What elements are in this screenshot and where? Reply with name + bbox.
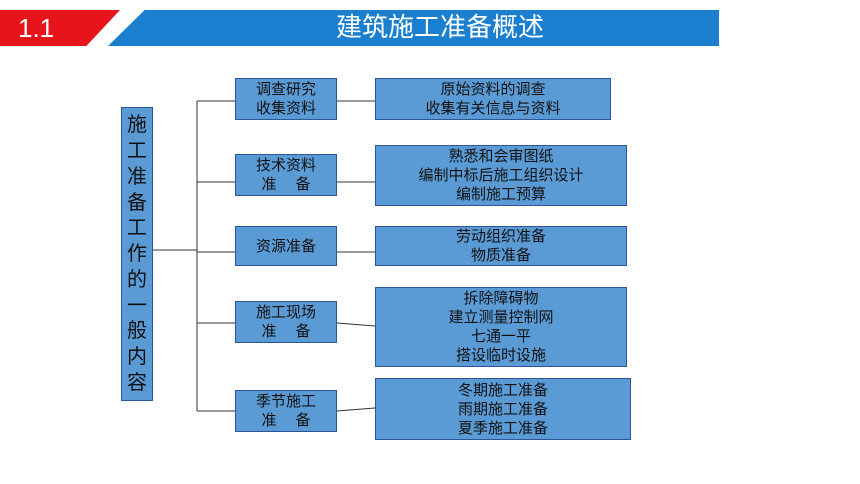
- detail-node-seasonal: 冬期施工准备 雨期施工准备 夏季施工准备: [375, 378, 631, 440]
- root-char: 一: [127, 292, 147, 317]
- detail-line: 熟悉和会审图纸: [448, 147, 554, 165]
- branch-label-line: 资源准备: [255, 236, 316, 255]
- detail-line: 原始资料的调查: [440, 80, 546, 98]
- branch-label-line: 技术资料: [255, 156, 316, 174]
- detail-node-technical: 熟悉和会审图纸 编制中标后施工组织设计 编制施工预算: [375, 145, 627, 206]
- branch-node-site: 施工现场 准 备: [235, 301, 337, 343]
- root-char: 准: [127, 163, 147, 188]
- detail-node-survey: 原始资料的调查 收集有关信息与资料: [375, 78, 611, 120]
- detail-line: 编制中标后施工组织设计: [418, 166, 584, 184]
- root-char: 工: [127, 215, 147, 240]
- detail-line: 劳动组织准备: [455, 227, 546, 245]
- root-char: 施: [127, 112, 147, 137]
- branch-label-line: 准 备: [261, 322, 311, 340]
- branch-label-line: 施工现场: [255, 303, 316, 321]
- branch-label-line: 收集资料: [255, 99, 316, 117]
- section-number: 1.1: [18, 13, 55, 43]
- detail-line: 建立测量控制网: [448, 308, 554, 326]
- detail-line: 七通一平: [470, 327, 531, 345]
- branch-label-line: 准 备: [261, 411, 311, 429]
- root-char: 作: [127, 241, 147, 266]
- detail-node-resources: 劳动组织准备 物质准备: [375, 226, 627, 266]
- detail-line: 拆除障碍物: [463, 289, 539, 307]
- page-title: 建筑施工准备概述: [335, 13, 544, 43]
- root-char: 内: [127, 344, 147, 369]
- branch-label-line: 季节施工: [255, 392, 316, 410]
- detail-connector-4: [336, 322, 376, 327]
- detail-connector-5: [336, 407, 376, 412]
- root-char: 的: [127, 266, 147, 291]
- detail-line: 冬期施工准备: [457, 380, 548, 399]
- detail-node-site: 拆除障碍物 建立测量控制网 七通一平 搭设临时设施: [375, 287, 627, 367]
- branch-node-technical: 技术资料 准 备: [235, 154, 337, 196]
- detail-line: 物质准备: [470, 246, 531, 264]
- branch-label-line: 准 备: [261, 175, 311, 193]
- root-char: 备: [127, 189, 147, 214]
- root-char: 容: [127, 370, 147, 395]
- detail-line: 收集有关信息与资料: [425, 99, 561, 117]
- root-node: 施 工 准 备 工 作 的 一 般 内 容: [121, 107, 153, 401]
- branch-node-resources: 资源准备: [235, 226, 337, 266]
- detail-line: 雨期施工准备: [457, 399, 548, 418]
- header-blue-band: [108, 10, 719, 46]
- detail-line: 搭设临时设施: [455, 346, 546, 364]
- detail-line: 编制施工预算: [455, 185, 546, 203]
- root-char: 工: [127, 137, 147, 162]
- detail-line: 夏季施工准备: [457, 418, 548, 437]
- branch-node-seasonal: 季节施工 准 备: [235, 390, 337, 432]
- branch-label-line: 调查研究: [255, 80, 316, 98]
- branch-node-survey: 调查研究 收集资料: [235, 78, 337, 120]
- root-char: 般: [127, 318, 147, 343]
